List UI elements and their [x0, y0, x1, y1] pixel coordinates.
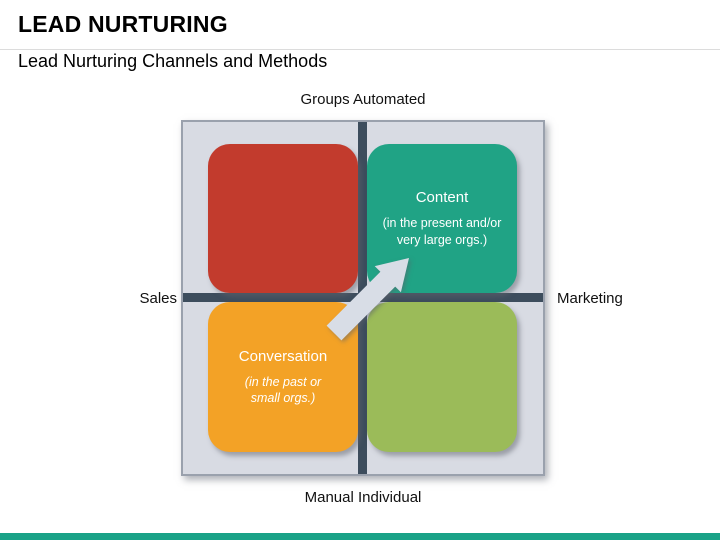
axis-label-left: Sales — [139, 290, 177, 307]
quadrant-title: Conversation — [238, 347, 328, 365]
quadrant-bottom-right — [367, 302, 517, 452]
axis-label-right: Marketing — [557, 290, 623, 307]
quadrant-title: Content — [415, 189, 469, 207]
quadrant-note: (in the present and/or very large orgs.) — [382, 216, 502, 247]
axis-label-top: Groups Automated — [300, 91, 426, 108]
horizontal-axis-line — [183, 293, 543, 302]
quadrant-bottom-left: Conversation (in the past or small orgs.… — [208, 302, 358, 452]
page-title: LEAD NURTURING — [18, 11, 228, 37]
title-divider-line — [0, 49, 720, 50]
quadrant-matrix: Content (in the present and/or very larg… — [181, 120, 545, 476]
quadrant-note: (in the past or small orgs.) — [244, 374, 322, 405]
axis-label-bottom: Manual Individual — [304, 489, 422, 506]
page-subtitle: Lead Nurturing Channels and Methods — [18, 51, 328, 71]
quadrant-top-right: Content (in the present and/or very larg… — [367, 144, 517, 293]
footer-accent-bar — [0, 533, 720, 540]
quadrant-top-left — [208, 144, 358, 293]
